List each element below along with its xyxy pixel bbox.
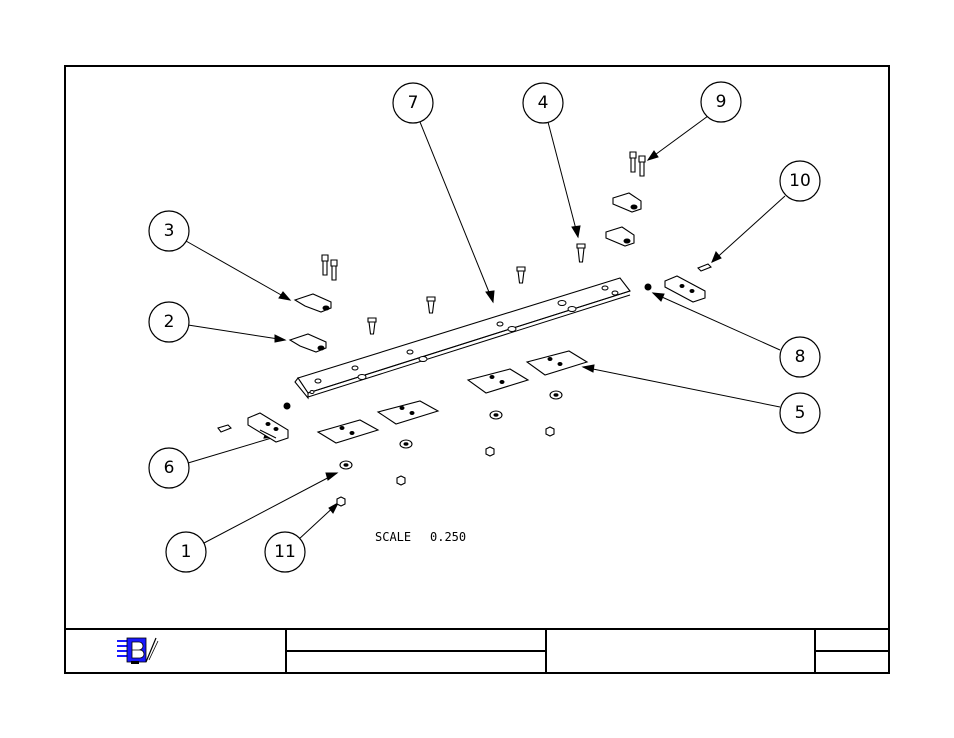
balloon-9: 9 bbox=[701, 82, 741, 122]
balloon-5-label: 5 bbox=[795, 403, 806, 423]
rail-plate bbox=[295, 278, 630, 398]
balloon-6-label: 6 bbox=[164, 458, 175, 478]
balloon-11-label: 11 bbox=[274, 542, 296, 562]
drawing-border bbox=[65, 66, 889, 673]
balloon-2-label: 2 bbox=[164, 312, 175, 332]
balloon-10: 10 bbox=[780, 161, 820, 201]
balloon-4: 4 bbox=[523, 83, 563, 123]
end-blocks bbox=[218, 264, 711, 442]
balloon-8-label: 8 bbox=[795, 347, 806, 367]
scale-label: SCALE bbox=[375, 530, 411, 544]
screws bbox=[368, 244, 585, 334]
cap-screws bbox=[322, 152, 645, 280]
balloon-1-label: 1 bbox=[181, 542, 192, 562]
balloon-8: 8 bbox=[780, 337, 820, 377]
balloon-7: 7 bbox=[393, 83, 433, 123]
b-flag-logo-icon bbox=[117, 638, 158, 664]
balloon-11: 11 bbox=[265, 532, 305, 572]
balloon-3: 3 bbox=[149, 211, 189, 251]
exploded-parts bbox=[218, 152, 711, 506]
balloon-10-label: 10 bbox=[789, 171, 811, 191]
balloon-9-label: 9 bbox=[716, 92, 727, 112]
balloon-5: 5 bbox=[780, 393, 820, 433]
title-block bbox=[65, 629, 889, 673]
scale-value: 0.250 bbox=[430, 530, 466, 544]
balloon-4-label: 4 bbox=[538, 93, 549, 113]
balloon-6: 6 bbox=[149, 448, 189, 488]
nuts bbox=[337, 427, 554, 506]
balloon-7-label: 7 bbox=[408, 93, 419, 113]
balloon-3-label: 3 bbox=[164, 221, 175, 241]
balloon-1: 1 bbox=[166, 532, 206, 572]
balloon-2: 2 bbox=[149, 302, 189, 342]
